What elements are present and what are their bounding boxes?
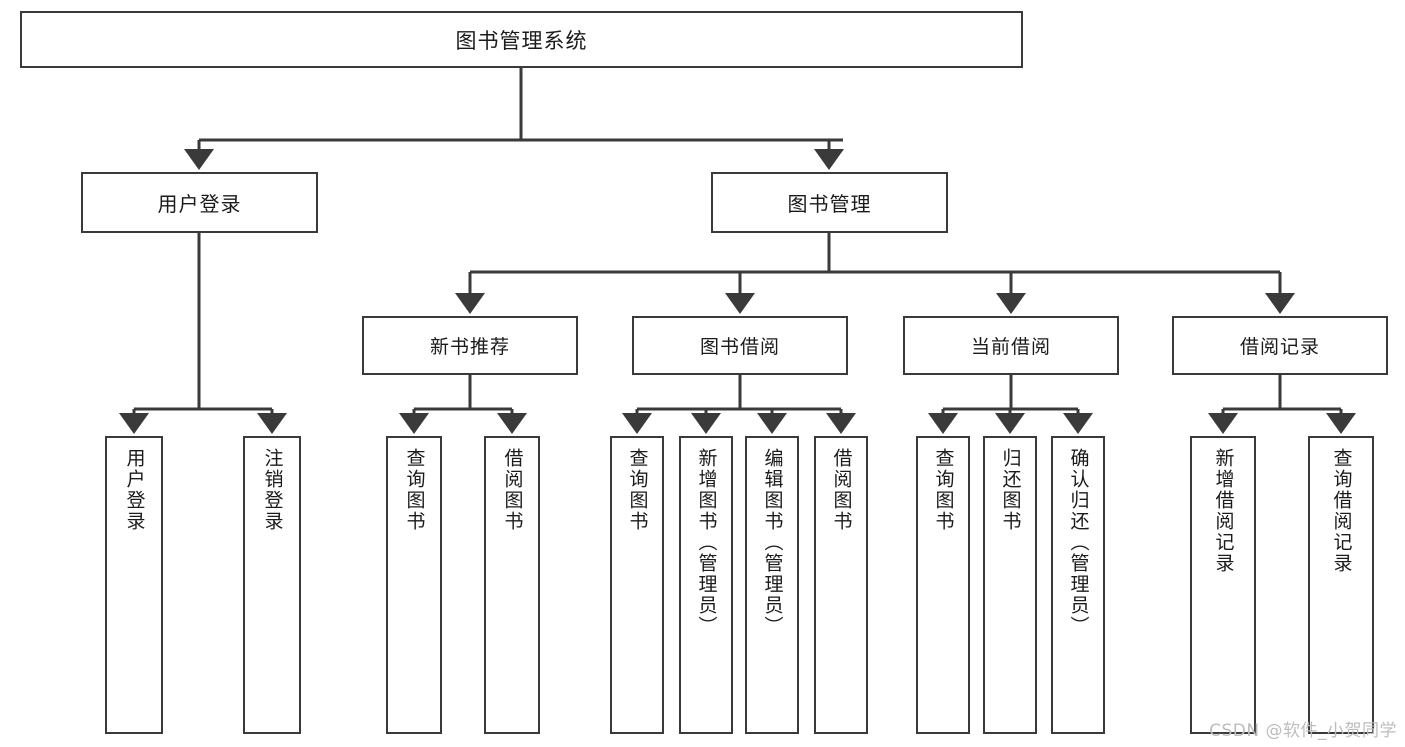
node-leaf-return-book-label: 归还图书 — [999, 448, 1022, 532]
node-book-manage[interactable]: 图书管理 — [711, 172, 948, 233]
node-leaf-user-login-label: 用户登录 — [123, 448, 146, 532]
node-leaf-edit-book[interactable]: 编辑图书（管理员） — [745, 436, 799, 734]
node-leaf-add-book[interactable]: 新增图书（管理员） — [679, 436, 733, 734]
node-leaf-query-record-label: 查询借阅记录 — [1330, 448, 1353, 574]
node-leaf-borrow-book[interactable]: 借阅图书 — [814, 436, 868, 734]
node-root[interactable]: 图书管理系统 — [20, 11, 1023, 68]
node-current-borrow-label: 当前借阅 — [970, 336, 1051, 358]
node-leaf-user-login[interactable]: 用户登录 — [105, 436, 163, 734]
node-leaf-query-book-borrow-label: 查询图书 — [626, 448, 649, 532]
node-leaf-confirm-return-label: 确认归还（管理员） — [1067, 448, 1090, 637]
node-book-borrow[interactable]: 图书借阅 — [632, 316, 848, 375]
node-leaf-borrow-book-recommend[interactable]: 借阅图书 — [484, 436, 540, 734]
node-current-borrow[interactable]: 当前借阅 — [903, 316, 1119, 375]
node-leaf-edit-book-label: 编辑图书（管理员） — [761, 448, 784, 637]
node-book-borrow-label: 图书借阅 — [699, 336, 780, 358]
node-borrow-record-label: 借阅记录 — [1239, 336, 1320, 358]
node-leaf-add-book-label: 新增图书（管理员） — [695, 448, 718, 637]
node-borrow-record[interactable]: 借阅记录 — [1172, 316, 1388, 375]
node-leaf-add-record[interactable]: 新增借阅记录 — [1190, 436, 1256, 734]
node-leaf-user-logout[interactable]: 注销登录 — [243, 436, 301, 734]
node-leaf-add-record-label: 新增借阅记录 — [1212, 448, 1235, 574]
node-new-book-recommend[interactable]: 新书推荐 — [362, 316, 578, 375]
node-root-label: 图书管理系统 — [455, 28, 588, 53]
node-new-book-recommend-label: 新书推荐 — [429, 336, 510, 358]
node-leaf-query-book-current[interactable]: 查询图书 — [916, 436, 970, 734]
node-leaf-query-book-borrow[interactable]: 查询图书 — [610, 436, 664, 734]
csdn-watermark: CSDN @软件_小贺同学 — [1209, 721, 1397, 741]
node-leaf-user-logout-label: 注销登录 — [261, 448, 284, 532]
node-user-login[interactable]: 用户登录 — [81, 172, 318, 233]
node-book-manage-label: 图书管理 — [787, 192, 872, 216]
node-leaf-return-book[interactable]: 归还图书 — [983, 436, 1037, 734]
node-user-login-label: 用户登录 — [157, 192, 242, 216]
node-leaf-borrow-book-recommend-label: 借阅图书 — [501, 448, 524, 532]
node-leaf-query-book-current-label: 查询图书 — [932, 448, 955, 532]
node-leaf-query-book-recommend[interactable]: 查询图书 — [386, 436, 442, 734]
node-leaf-borrow-book-label: 借阅图书 — [830, 448, 853, 532]
node-leaf-query-record[interactable]: 查询借阅记录 — [1308, 436, 1374, 734]
node-leaf-confirm-return[interactable]: 确认归还（管理员） — [1051, 436, 1105, 734]
node-leaf-query-book-recommend-label: 查询图书 — [403, 448, 426, 532]
